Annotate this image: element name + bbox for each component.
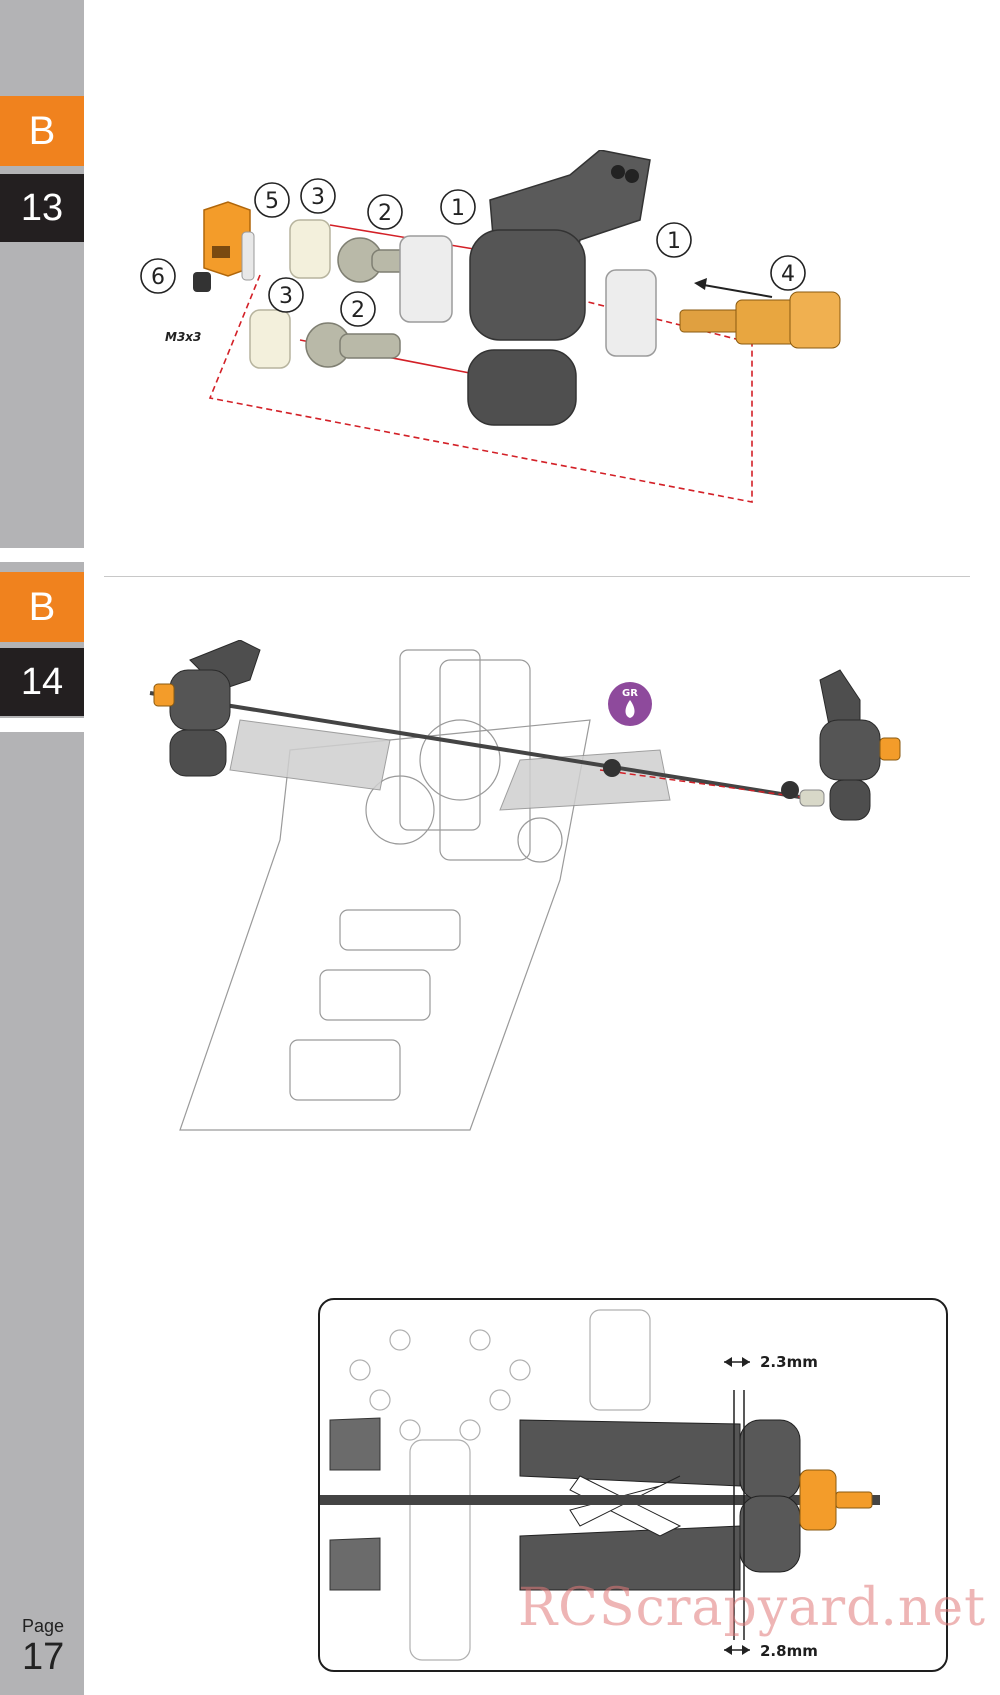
page-label: Page [22, 1616, 65, 1636]
dimension-top: 2.3mm [760, 1353, 818, 1371]
axle-part [679, 291, 841, 349]
hex-hub-part [193, 201, 251, 292]
callout-3: 3 [311, 185, 325, 210]
assembly-line [599, 769, 801, 798]
sidebar-gap [0, 718, 84, 732]
dimension-bottom: 2.8mm [760, 1642, 818, 1660]
step-number-14: 14 [0, 648, 84, 716]
callout-5: 5 [265, 189, 279, 214]
watermark: RCScrapyard.net [518, 1578, 987, 1638]
suspension-arms [229, 719, 671, 811]
grease-badge-label: GR [622, 688, 638, 699]
pin-part [241, 231, 255, 281]
section-tab-b: B [0, 96, 84, 166]
arm-left [329, 1417, 381, 1471]
callout-1: 1 [451, 196, 465, 221]
detail-background-parts [349, 1309, 651, 1661]
callout-circles [140, 178, 806, 327]
step-number-13: 13 [0, 174, 84, 242]
dimension-arrow [724, 1645, 732, 1655]
direction-arrow [694, 278, 773, 298]
steering-block-part [467, 150, 651, 426]
screw-label: M3x3 [165, 330, 201, 344]
sidebar [0, 0, 84, 1695]
step14-chassis-diagram: GR [149, 640, 901, 1131]
step13-exploded-diagram: 1 1 2 2 3 3 4 5 6 M3x3 [140, 150, 841, 503]
bearing-parts [399, 235, 657, 357]
page-number: 17 [22, 1636, 65, 1678]
sidebar-gap [0, 548, 84, 562]
steering-block [739, 1419, 873, 1573]
section-divider [104, 576, 970, 577]
callout-4: 4 [781, 262, 795, 287]
section-tab-b: B [0, 572, 84, 642]
left-steering-block [153, 640, 261, 777]
callout-2: 2 [378, 201, 392, 226]
grease-icon [608, 682, 652, 726]
right-steering-block [799, 669, 901, 821]
callout-2: 2 [351, 298, 365, 323]
chassis-outline [179, 649, 591, 1131]
ball-joint [603, 759, 621, 777]
detail-callout-box: 2.3mm 2.8mm [318, 1298, 948, 1672]
callout-6: 6 [151, 265, 165, 290]
suspension-arm [519, 1419, 741, 1591]
dimension-arrow [724, 1357, 732, 1367]
detail-diagram: 2.3mm 2.8mm [320, 1309, 880, 1661]
axle-shaft [149, 691, 801, 799]
dimension-arrow [742, 1645, 750, 1655]
bushing-parts [249, 219, 331, 369]
callout-3: 3 [279, 284, 293, 309]
arm-left [329, 1537, 381, 1591]
callout-1: 1 [667, 229, 681, 254]
dimension-arrow [742, 1357, 750, 1367]
ball-joint [781, 781, 799, 799]
